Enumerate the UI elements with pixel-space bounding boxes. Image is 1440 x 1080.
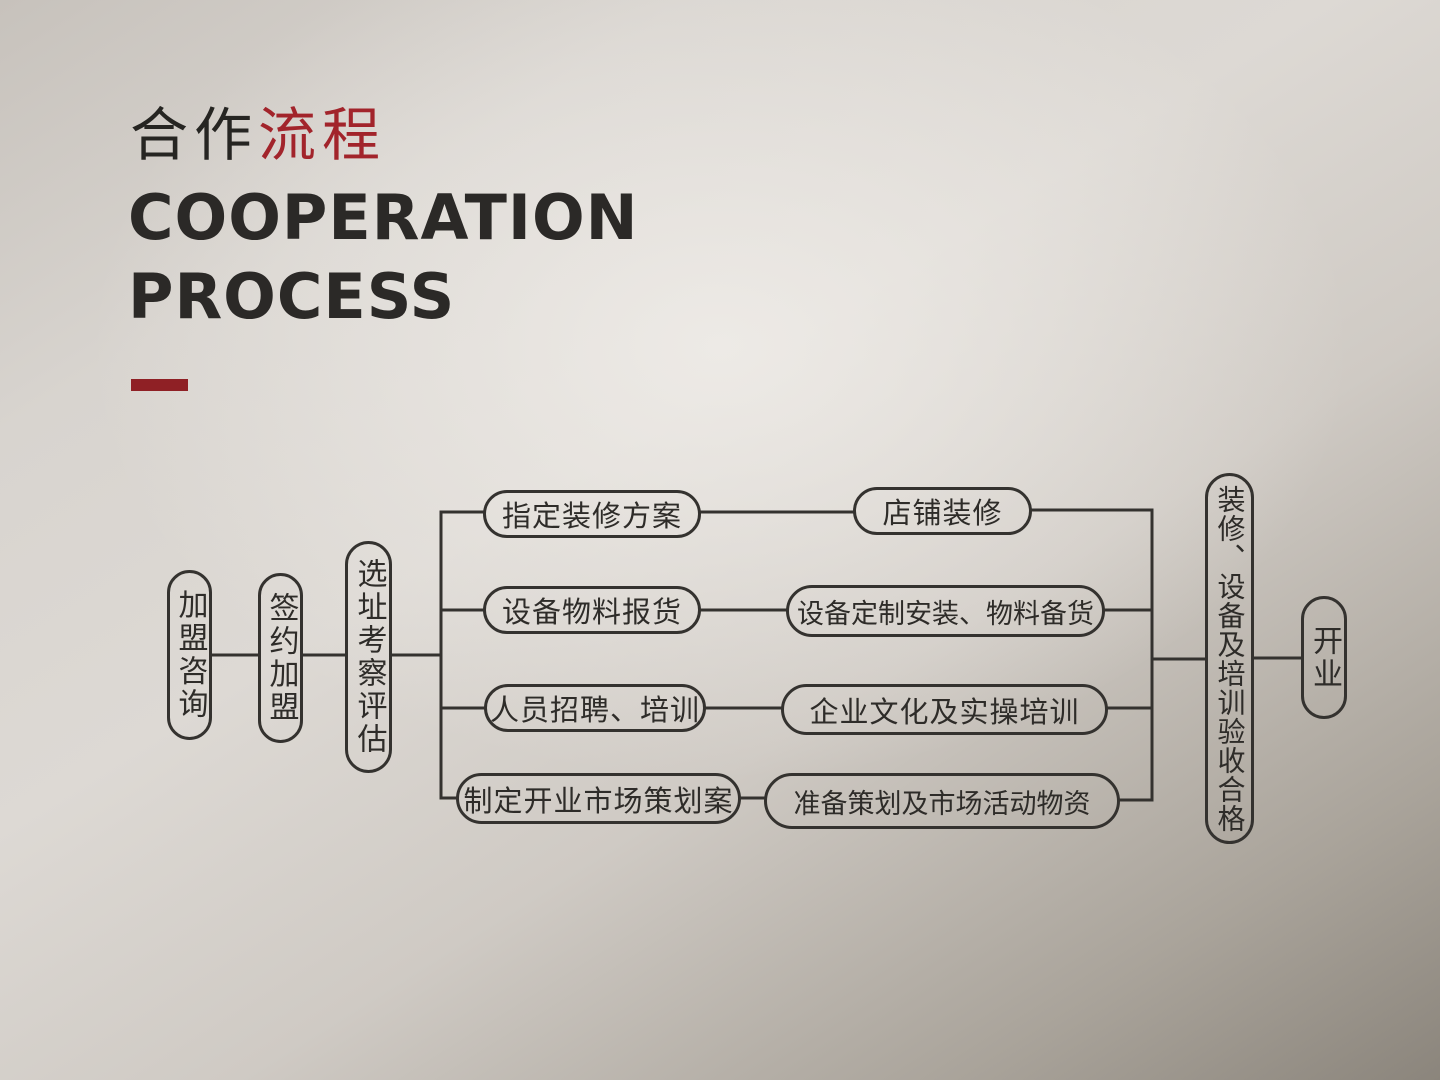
node-label: 设备定制安装、物料备货 <box>797 598 1094 630</box>
node-shop-decoration: 店铺装修 <box>853 487 1032 535</box>
node-recruit-training: 人员招聘、培训 <box>484 684 706 732</box>
title-zh-black: 合作 <box>130 101 259 169</box>
page-title-en: COOPERATION PROCESS <box>128 178 639 337</box>
node-label: 签约加盟 <box>263 592 299 724</box>
node-equipment-install: 设备定制安装、物料备货 <box>786 585 1105 637</box>
node-label: 选址考察评估 <box>351 558 387 756</box>
node-sign-contract: 签约加盟 <box>258 573 303 743</box>
node-label: 装修、设备及培训验收合格 <box>1213 484 1247 833</box>
title-en-line1: COOPERATION <box>128 181 639 254</box>
node-label: 店铺装修 <box>882 496 1003 530</box>
node-label: 准备策划及市场活动物资 <box>793 788 1091 820</box>
node-label: 人员招聘、培训 <box>489 693 700 727</box>
node-label: 加盟咨询 <box>172 589 208 721</box>
title-zh-red: 流程 <box>258 101 387 169</box>
node-label: 开业 <box>1307 624 1342 691</box>
node-culture-training: 企业文化及实操培训 <box>781 684 1108 735</box>
node-marketing-plan: 制定开业市场策划案 <box>456 773 741 824</box>
node-site-evaluation: 选址考察评估 <box>345 541 392 773</box>
node-label: 设备物料报货 <box>501 595 682 629</box>
node-opening: 开业 <box>1301 596 1347 719</box>
node-label: 指定装修方案 <box>501 499 682 533</box>
node-marketing-materials: 准备策划及市场活动物资 <box>764 773 1120 829</box>
node-equipment-order: 设备物料报货 <box>483 586 701 634</box>
node-join-consult: 加盟咨询 <box>167 570 212 740</box>
title-en-line2: PROCESS <box>128 260 456 334</box>
node-label: 企业文化及实操培训 <box>809 694 1080 729</box>
node-acceptance: 装修、设备及培训验收合格 <box>1205 473 1254 844</box>
node-label: 制定开业市场策划案 <box>463 783 734 818</box>
node-design-plan: 指定装修方案 <box>483 490 701 538</box>
page-title-zh: 合作流程 <box>130 88 386 172</box>
accent-dash <box>131 379 188 391</box>
